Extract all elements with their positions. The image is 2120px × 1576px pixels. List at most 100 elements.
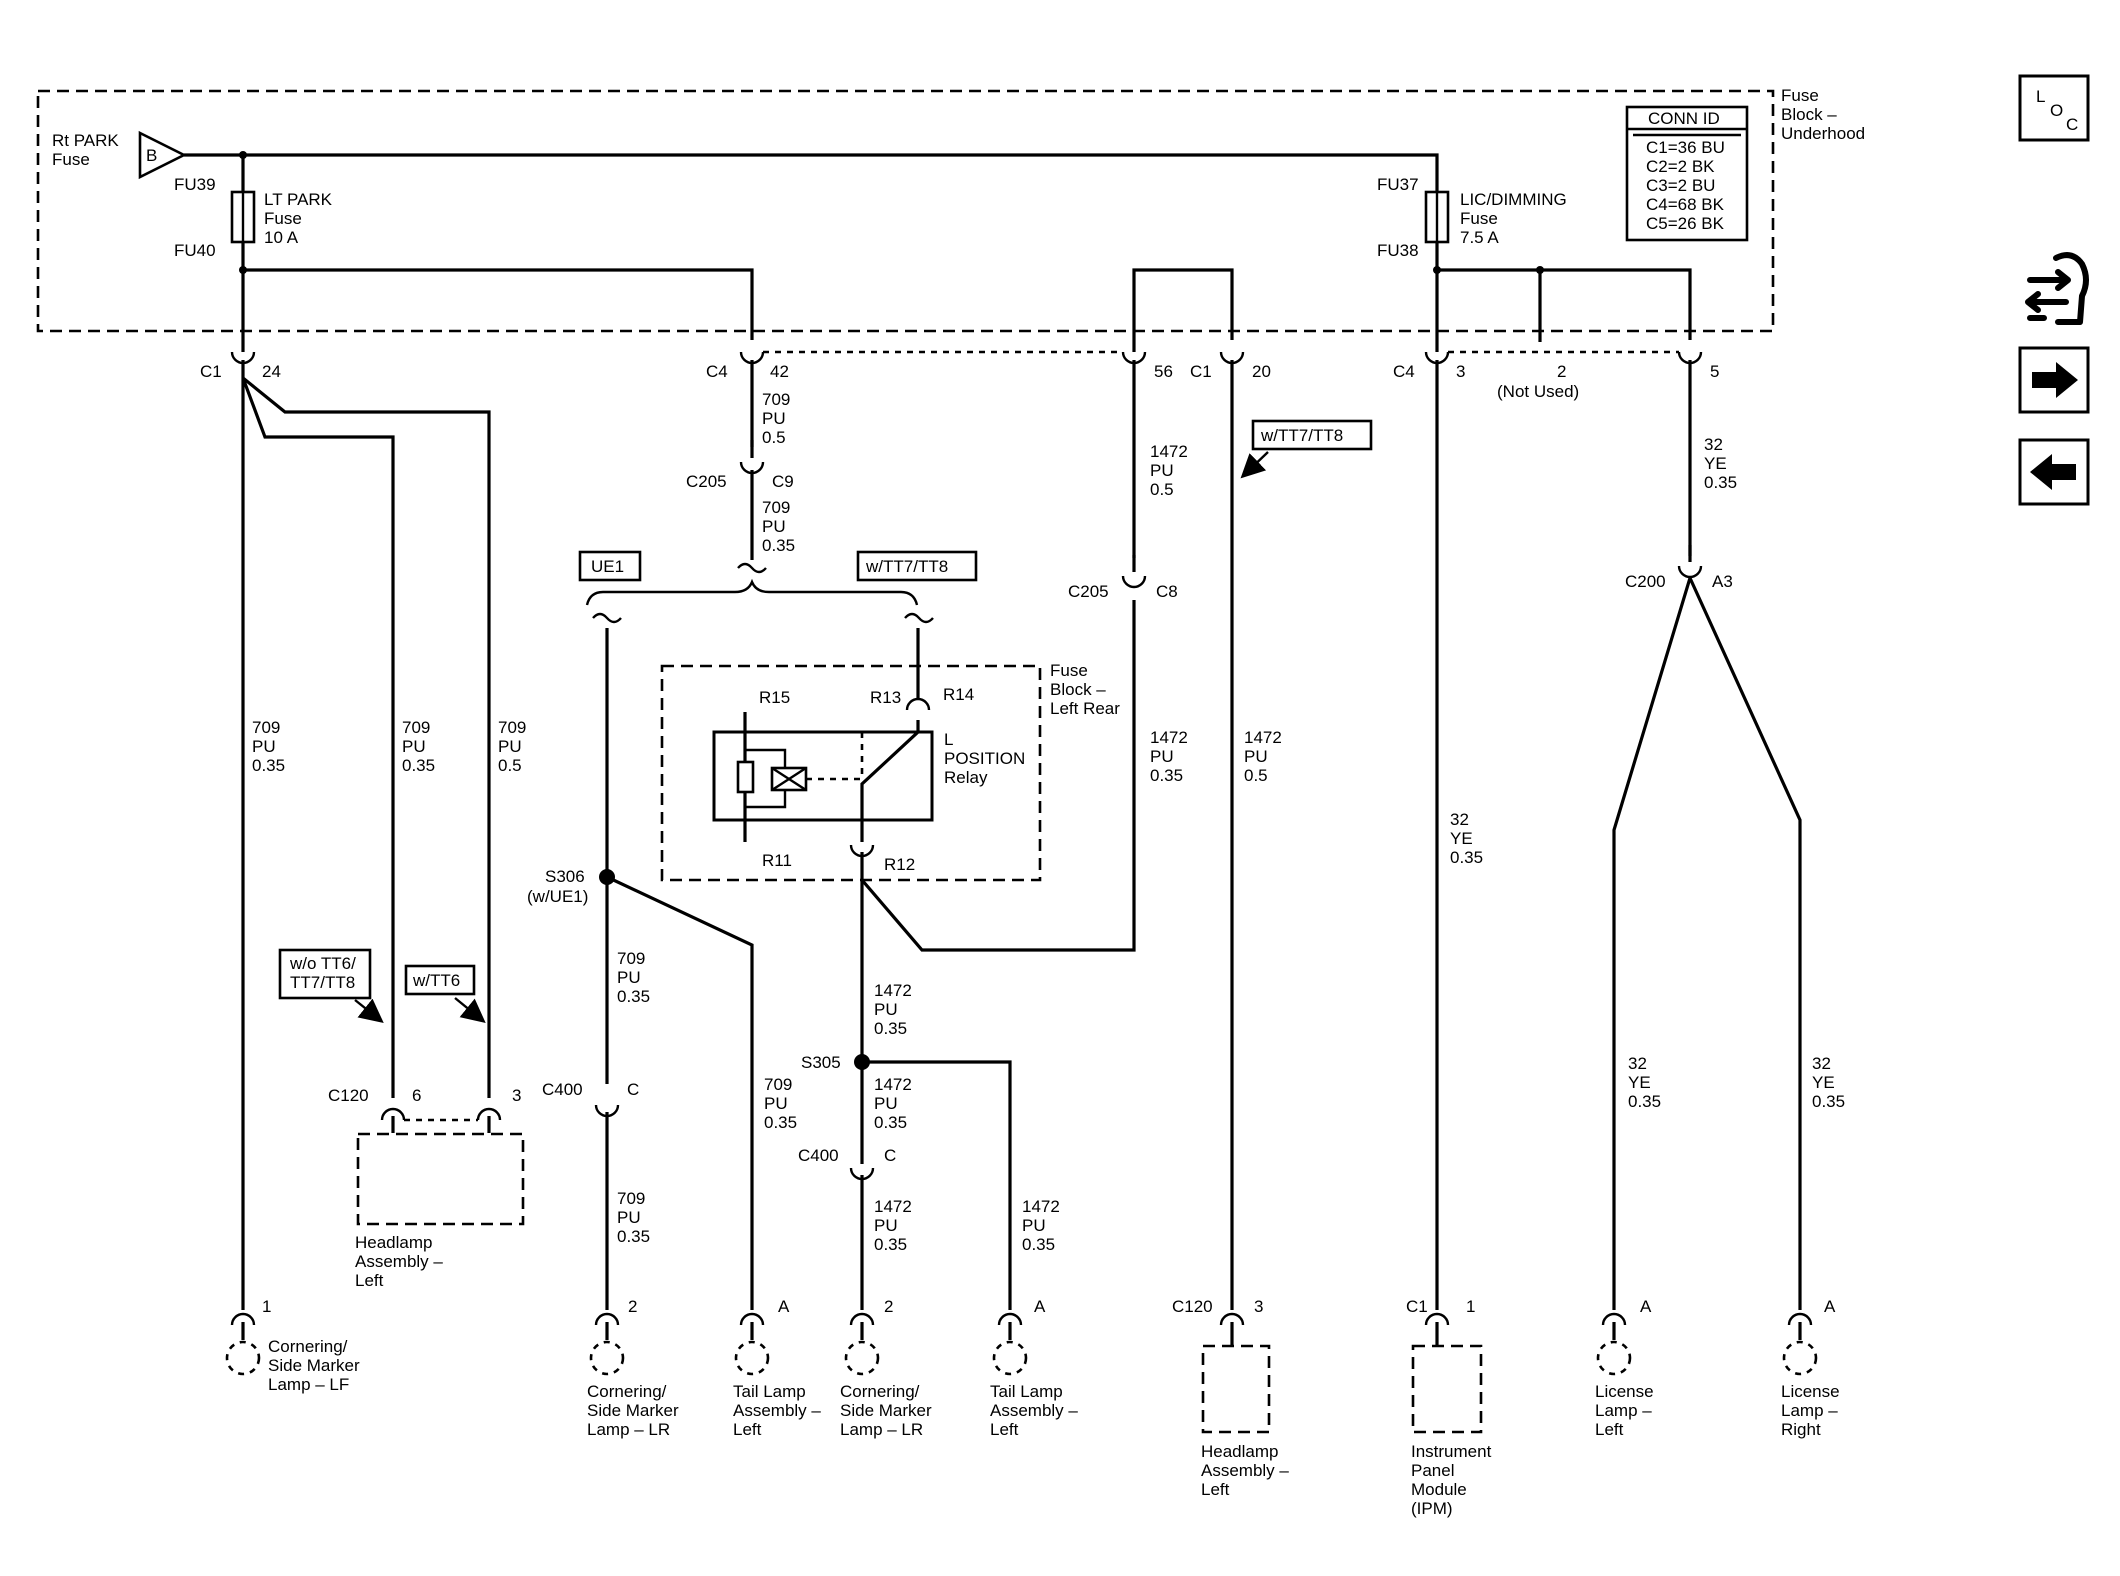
- wire-label: 1472: [1022, 1197, 1060, 1216]
- svg-text:A: A: [1824, 1297, 1836, 1316]
- relay-r12: R12: [884, 855, 915, 874]
- c4-2-not-used: (Not Used): [1497, 382, 1579, 401]
- option-brace: [585, 578, 919, 606]
- wire-label: PU: [764, 1094, 788, 1113]
- lt-park-top-ref: FU39: [174, 175, 216, 194]
- svg-text:Left: Left: [733, 1420, 762, 1439]
- wire-label: 1472: [874, 1075, 912, 1094]
- conn-id-row: C5=26 BK: [1646, 214, 1725, 233]
- wire-label: PU: [762, 409, 786, 428]
- fuse-block-underhood-title-1: Fuse: [1781, 86, 1819, 105]
- wire-709-tail-a: [606, 875, 754, 1310]
- c205-c9-pin-label: C9: [772, 472, 794, 491]
- c1-24-pin: 24: [262, 362, 281, 381]
- connector-arcs-top: [230, 351, 1703, 365]
- lamp-license-right: A License Lamp – Right: [1781, 1297, 1840, 1439]
- svg-text:TT7/TT8: TT7/TT8: [290, 973, 355, 992]
- wire-label: 1472: [1150, 442, 1188, 461]
- relay-diode: [736, 760, 755, 794]
- svg-text:Module: Module: [1411, 1480, 1467, 1499]
- relay-r14: R14: [943, 685, 974, 704]
- svg-text:1: 1: [1466, 1297, 1475, 1316]
- instrument-panel-module: C1 1 Instrument Panel Module (IPM): [1406, 1297, 1492, 1518]
- lamp-cornering-lr-b: 2 Cornering/ Side Marker Lamp – LR: [840, 1297, 932, 1439]
- lic-dimming-top-ref: FU37: [1377, 175, 1419, 194]
- arrow-right-icon: [2032, 362, 2078, 398]
- c4-3-conn: C4: [1393, 362, 1415, 381]
- wire-label: 0.5: [1150, 480, 1174, 499]
- wire-709-c120-6: [241, 377, 395, 1098]
- c205-c8-pin-label: C8: [1156, 582, 1178, 601]
- fuse-block-left-rear-title: Fuse: [1050, 661, 1088, 680]
- svg-text:Cornering/: Cornering/: [268, 1337, 348, 1356]
- wire-label: PU: [1022, 1216, 1046, 1235]
- fuse-block-underhood-title-2: Block –: [1781, 105, 1837, 124]
- wire-label: 0.5: [498, 756, 522, 775]
- wire-label: PU: [617, 1208, 641, 1227]
- svg-text:Left: Left: [990, 1420, 1019, 1439]
- option-tag-tt7-tt8-b: w/TT7/TT8: [1251, 419, 1373, 451]
- c400-b-conn: C400: [798, 1146, 839, 1165]
- svg-text:3: 3: [1254, 1297, 1263, 1316]
- rt-park-source-arrow: [138, 130, 187, 180]
- svg-text:Headlamp: Headlamp: [1201, 1442, 1279, 1461]
- svg-text:Cornering/: Cornering/: [587, 1382, 667, 1401]
- wire-label: PU: [874, 1094, 898, 1113]
- connector-hand-icon: [2025, 252, 2089, 325]
- svg-text:w/TT7/TT8: w/TT7/TT8: [865, 557, 948, 576]
- wire-label: 0.35: [874, 1113, 907, 1132]
- component-label: Assembly –: [355, 1252, 443, 1271]
- wire-label: 0.5: [1244, 766, 1268, 785]
- svg-text:w/o TT6/: w/o TT6/: [289, 954, 356, 973]
- fuse-block-underhood-boundary: [36, 89, 1775, 333]
- connector-view-button[interactable]: [2025, 252, 2089, 325]
- c120-conn: C120: [328, 1086, 369, 1105]
- option-arrow: [1240, 451, 1269, 479]
- wire-label: YE: [1628, 1073, 1651, 1092]
- wire-label: 1472: [1150, 728, 1188, 747]
- wire-label: 0.35: [874, 1235, 907, 1254]
- conn-id-header: CONN ID: [1648, 109, 1720, 128]
- conn-id-row: C2=2 BK: [1646, 157, 1715, 176]
- lt-park-bottom-ref: FU40: [174, 241, 216, 260]
- lt-park-kind: Fuse: [264, 209, 302, 228]
- wire-break: [904, 612, 934, 624]
- lic-dimming-bus: [1437, 268, 1692, 340]
- lic-dimming-rating: 7.5 A: [1460, 228, 1499, 247]
- fuse-block-left-rear-title: Block –: [1050, 680, 1106, 699]
- svg-text:1: 1: [262, 1297, 271, 1316]
- wire-label: 709: [402, 718, 430, 737]
- svg-text:Lamp –: Lamp –: [1781, 1401, 1838, 1420]
- svg-text:C120: C120: [1172, 1297, 1213, 1316]
- wire-label: 0.35: [1022, 1235, 1055, 1254]
- lamp-tail-left-b: A Tail Lamp Assembly – Left: [990, 1297, 1078, 1439]
- locator-button[interactable]: L O C: [2018, 74, 2090, 142]
- svg-text:Lamp – LR: Lamp – LR: [587, 1420, 670, 1439]
- wire-to-c4-42: [243, 268, 754, 340]
- wire-break: [737, 562, 767, 574]
- lamp-cornering-lf: 1 Cornering/ Side Marker Lamp – LF: [225, 1297, 360, 1394]
- svg-text:w/TT7/TT8: w/TT7/TT8: [1260, 426, 1343, 445]
- next-page-button[interactable]: [2018, 346, 2090, 414]
- wire-label: 709: [252, 718, 280, 737]
- lt-park-rating: 10 A: [264, 228, 299, 247]
- c400-b-pin-label: C: [884, 1146, 896, 1165]
- c4-42-conn: C4: [706, 362, 728, 381]
- wire-label: 0.35: [617, 1227, 650, 1246]
- svg-text:Side Marker: Side Marker: [587, 1401, 679, 1420]
- svg-text:Tail Lamp: Tail Lamp: [733, 1382, 806, 1401]
- c4-42-pin: 42: [770, 362, 789, 381]
- conn-id-row: C3=2 BU: [1646, 176, 1715, 195]
- previous-page-button[interactable]: [2018, 438, 2090, 506]
- lt-park-name: LT PARK: [264, 190, 333, 209]
- c4-2-pin: 2: [1557, 362, 1566, 381]
- svg-text:2: 2: [884, 1297, 893, 1316]
- wire-label: 32: [1628, 1054, 1647, 1073]
- svg-text:Side Marker: Side Marker: [840, 1401, 932, 1420]
- svg-text:Tail Lamp: Tail Lamp: [990, 1382, 1063, 1401]
- rt-park-label-1: Rt PARK: [52, 131, 119, 150]
- wire-label: 32: [1812, 1054, 1831, 1073]
- c205-c8-arc: [1121, 575, 1147, 589]
- svg-text:Right: Right: [1781, 1420, 1821, 1439]
- svg-text:A: A: [1034, 1297, 1046, 1316]
